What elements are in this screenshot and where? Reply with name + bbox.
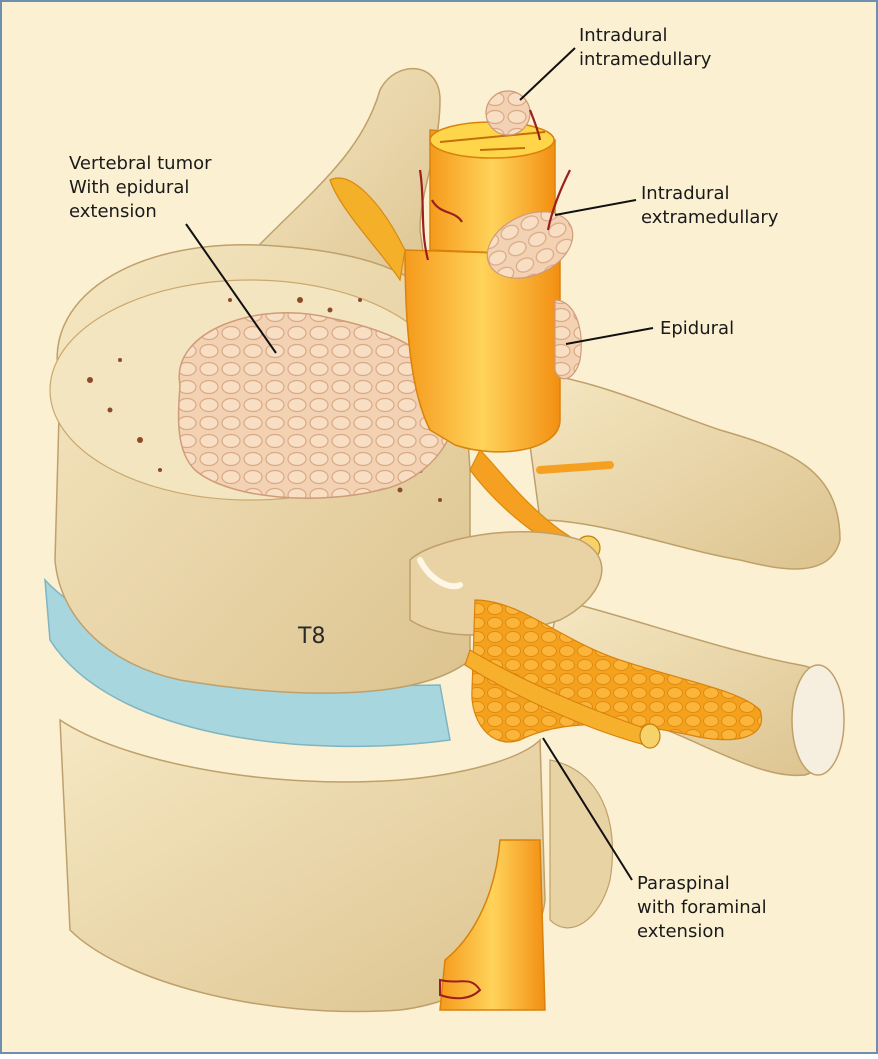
label-vertebral-tumor: Vertebral tumor With epidural extension (69, 152, 212, 224)
label-line: With epidural (69, 176, 212, 200)
label-line: with foraminal (637, 896, 767, 920)
label-paraspinal: Paraspinal with foraminal extension (637, 872, 767, 944)
label-line: intramedullary (579, 48, 711, 72)
label-line: Vertebral tumor (69, 152, 212, 176)
vertebra-label-t8: T8 (298, 624, 325, 649)
label-line: Paraspinal (637, 872, 767, 896)
dural-sac (405, 250, 560, 452)
label-intradural-extramedullary: Intradural extramedullary (641, 182, 778, 230)
label-line: extramedullary (641, 206, 778, 230)
transverse-process-cut (792, 665, 844, 775)
label-line: extension (637, 920, 767, 944)
label-line: Intradural (579, 24, 711, 48)
label-epidural: Epidural (660, 317, 734, 341)
label-intradural-intramedullary: Intradural intramedullary (579, 24, 711, 72)
label-line: Epidural (660, 317, 734, 341)
label-line: Intradural (641, 182, 778, 206)
label-line: extension (69, 200, 212, 224)
